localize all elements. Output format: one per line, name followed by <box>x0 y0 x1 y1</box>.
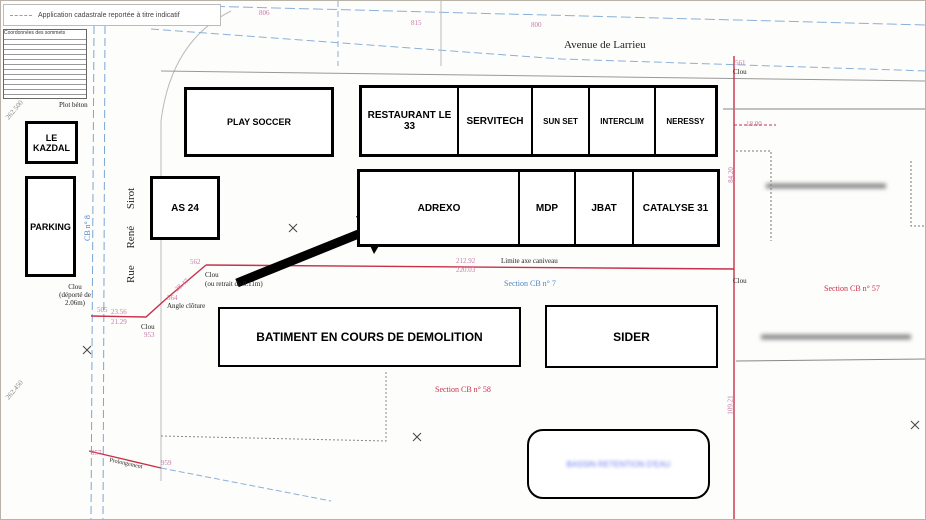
point-number: 562 <box>190 258 201 266</box>
point-number: 815 <box>411 19 422 27</box>
dimension-label: 212.92 <box>456 257 476 265</box>
cadastre-line-north <box>150 28 925 72</box>
plot-beton-label: Plot béton <box>59 101 88 109</box>
point-number: 957 <box>91 449 102 457</box>
clou-retrait-label: (ou retrait de 0.11m) <box>205 280 263 288</box>
cadastre-line-cb8-left <box>90 25 95 519</box>
angle-cloture-label: Angle clôture <box>167 302 206 310</box>
point-number: 800 <box>531 21 542 29</box>
blurred-pointer-arrows <box>761 183 911 340</box>
building-row-middle: ADREXO MDP JBAT CATALYSE 31 <box>357 169 720 247</box>
bassin-retention[interactable]: BASSIN RETENTION D'EAU <box>527 429 710 499</box>
point-number: 959 <box>161 459 172 467</box>
unit-neressy[interactable]: NERESSY <box>666 116 705 126</box>
point-number: 806 <box>259 9 270 17</box>
survey-cross-marks <box>82 223 920 442</box>
building-play-soccer[interactable]: PLAY SOCCER <box>184 87 334 157</box>
building-as24[interactable]: AS 24 <box>150 176 220 240</box>
point-number: 953 <box>144 331 155 339</box>
cadastre-legend: Application cadastrale reportée à titre … <box>3 4 221 26</box>
building-le-kazdal[interactable]: LE KAZDAL <box>25 121 78 164</box>
limite-axe-caniveau-label: Limite axe caniveau <box>501 257 558 265</box>
dimension-label: 84.20 <box>726 167 735 183</box>
unit-sun-set[interactable]: SUN SET <box>533 88 590 154</box>
cadastre-line-avenue <box>200 5 925 26</box>
clou-label-1: Clou <box>141 323 155 331</box>
dimension-label: 109.21 <box>726 395 735 415</box>
building-row-top: RESTAURANT LE 33 SERVITECH SUN SET INTER… <box>359 85 718 157</box>
unit-adrexo[interactable]: ADREXO <box>360 172 520 244</box>
unit-interclim[interactable]: INTERCLIM <box>590 88 656 154</box>
section-cb58-label: Section CB n° 58 <box>435 385 491 394</box>
cb8-label: CB n° 8 <box>83 215 92 241</box>
point-number: 561 <box>735 59 746 67</box>
road-edge <box>160 70 925 82</box>
section-cb57-label: Section CB n° 57 <box>824 284 880 293</box>
unit-catalyse-31[interactable]: CATALYSE 31 <box>642 202 709 214</box>
clou-deporte-label: Clou (déporté de 2.06m) <box>59 283 91 307</box>
building-sider[interactable]: SIDER <box>545 305 718 368</box>
cadastre-line-cb8-right <box>102 25 106 519</box>
building-batiment-demolition[interactable]: BATIMENT EN COURS DE DEMOLITION <box>218 307 521 367</box>
coordinates-table: Coordonnées des sommets <box>3 29 87 99</box>
section-boundary-sw <box>90 264 207 318</box>
clou-label-3: Clou <box>733 277 747 285</box>
dimension-label: 21.29 <box>111 318 127 326</box>
bassin-label: BASSIN RETENTION D'EAU <box>566 459 671 469</box>
building-parking[interactable]: PARKING <box>25 176 76 277</box>
section-cb7-label: Section CB n° 7 <box>504 279 556 288</box>
unit-restaurant-le-33[interactable]: RESTAURANT LE 33 <box>362 88 459 154</box>
unit-mdp[interactable]: MDP <box>520 172 576 244</box>
dimension-label: 220.03 <box>456 266 476 274</box>
clou-label-2: Clou <box>205 271 219 279</box>
dimension-label: 23.56 <box>111 308 127 316</box>
unit-servitech[interactable]: SERVITECH <box>459 88 533 154</box>
street-rue-rene-sirot: Rue René Sirot <box>125 187 137 283</box>
curb-line <box>160 10 232 481</box>
legend-label: Application cadastrale reportée à titre … <box>38 11 180 19</box>
point-number: 564 <box>167 294 178 302</box>
point-number: 505 <box>97 306 108 314</box>
street-avenue-de-larrieu: Avenue de Larrieu <box>564 39 646 51</box>
section-boundary-horizontal <box>205 264 735 270</box>
dimension-label: 18.00 <box>746 120 762 128</box>
coordinates-table-title: Coordonnées des sommets <box>4 30 86 36</box>
clou-label-4: Clou <box>733 68 747 76</box>
unit-jbat[interactable]: JBAT <box>576 172 634 244</box>
